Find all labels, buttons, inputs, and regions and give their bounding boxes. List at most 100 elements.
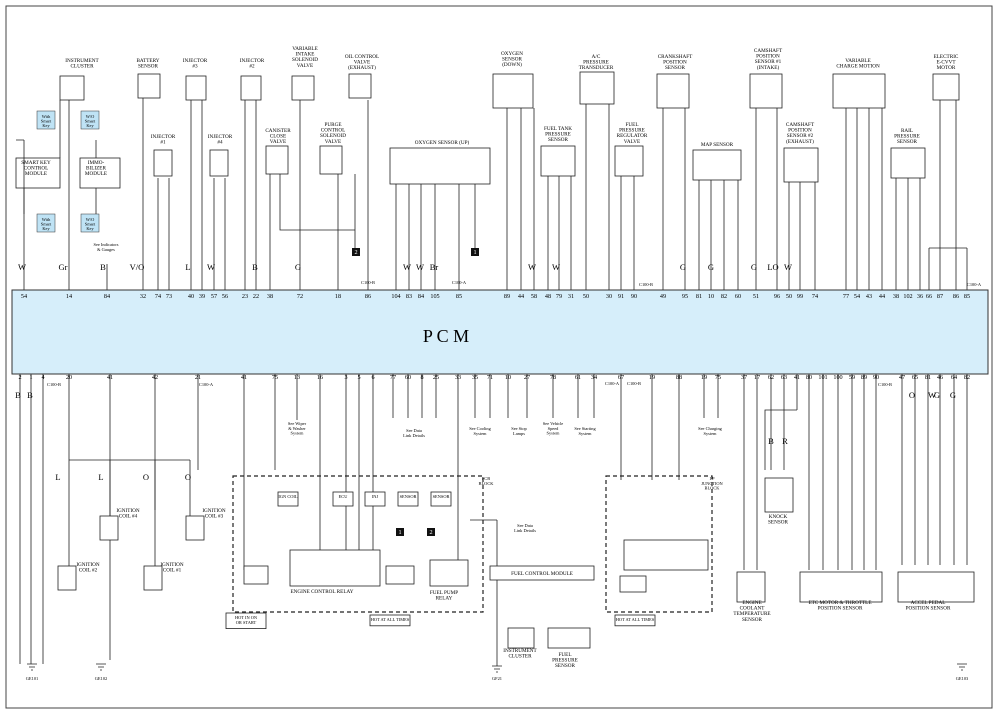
pcb-block [232,475,484,613]
block-label: PCB [482,476,490,481]
component-label: POSITION [788,128,812,134]
component-label: KNOCK [769,514,788,520]
pcm-pin-top: 89 [504,293,510,300]
marker-label: 1 [473,249,476,256]
component-label: PRESSURE [619,128,645,134]
pcm-pin-top: 23 [242,293,248,300]
smart-key-tag: Key [86,226,94,231]
fuse [397,491,419,507]
ground-label: GE101 [26,676,38,681]
pcm-pin-bottom: 16 [317,374,323,381]
wire-color-label: Br [430,262,439,272]
pcm-pin-bottom: 88 [676,374,682,381]
component-label: SENSOR [665,65,685,71]
wire-color-label: Gr [59,262,68,272]
wire-color-label: V/O [130,262,145,272]
component-label: SENSOR [555,663,575,669]
note-box [369,614,411,627]
pcm-pin-bottom: 62 [768,374,774,381]
wire-color-label: B [768,436,774,446]
pcm-pin-top: 84 [418,293,424,300]
top-components: INSTRUMENTCLUSTERBATTERYSENSORINJECTOR#3… [65,46,959,71]
pcm-pin-top: 39 [199,293,205,300]
block-label: I/P [709,476,715,481]
component-label: INTAKE [296,52,315,58]
pcm-pin-top: 102 [903,293,912,300]
pcm-pin-bottom: 90 [873,374,879,381]
connector-label: C100-B [361,280,375,285]
pcm-pin-top: 44 [518,293,524,300]
component-label: INJECTOR [151,134,176,140]
pcm-pin-bottom: 8 [420,374,423,381]
component-label: #1 [160,140,166,146]
component-label: COIL #3 [205,514,224,520]
pcm-pin-bottom: 1 [29,374,32,381]
pcm-pin-top: 81 [696,293,702,300]
pcm-pin-top: 30 [606,293,612,300]
wire-color-label: O [143,472,149,482]
wire-color-label: W [18,262,26,272]
system-ref-label: System [547,431,561,436]
connector-label: C100-A [199,382,214,387]
smart-key-tag: With [42,114,51,119]
connector-label: C100-A [452,280,467,285]
system-ref-label: See Stop [511,426,527,431]
component-label: COIL #2 [79,568,98,574]
component-label: INSTRUMENT [65,58,99,64]
pcm-pin-bottom: 3 [344,374,347,381]
component-label: IGNITION [160,562,184,568]
system-ref-label: Speed [548,426,560,431]
component-label: POSITION [663,60,687,66]
wire-color-label: L [185,262,190,272]
pcm-pin-bottom: 21 [195,374,201,381]
component-label: MAP SENSOR [701,142,734,148]
component-label: IGNITION [202,508,226,514]
pcm-pin-top: 86 [953,293,959,300]
smart-key-tag: Smart [85,221,96,226]
pcm-pin-top: 87 [937,293,943,300]
component-label: TEMPERATURE [733,611,770,617]
pcm-pin-top: 14 [66,293,72,300]
system-ref-label: See Wiper [288,421,307,426]
pcm-pin-top: 105 [430,293,439,300]
pcm-pin-bottom: 27 [524,374,530,381]
component-label: OXYGEN SENSOR (UP) [415,139,470,146]
ip-junction-block [605,475,713,613]
fuse-label: SENSOR [433,494,450,499]
system-ref-label: System [474,431,488,436]
fuse-label: IGN COIL [278,494,297,499]
marker-square [471,248,479,256]
pcm-pin-top: 57 [211,293,217,300]
component-label: VARIABLE [292,46,318,52]
pcm-pin-bottom: 100 [833,374,842,381]
pcm-pin-top: 85 [964,293,970,300]
smart-key-tag: W/O [86,217,95,222]
pcm-pin-bottom: 6 [371,374,374,381]
smart-key-tag: Key [42,226,50,231]
component-label: SENSOR [548,137,568,143]
pcm-pin-top: 50 [583,293,589,300]
fuse [364,491,386,507]
component-label: SENSOR #1 [755,59,782,65]
wiring-skeleton [11,71,989,673]
system-ref-label: System [579,431,593,436]
pcm-pin-bottom: 67 [618,374,624,381]
pcm-pin-bottom: 35 [472,374,478,381]
component-label: SMART KEY [21,160,51,166]
component-label: BATTERY [136,58,159,64]
wire-color-label: G [680,262,686,272]
pcm-pin-bottom: 65 [912,374,918,381]
pcm-pin-top: 83 [406,293,412,300]
component-label: BILIZER [86,166,106,172]
component-label: CAMSHAFT [754,48,783,54]
pcm-pin-bottom: 41 [241,374,247,381]
system-ref-label: See Starting [574,426,596,431]
component-label: COIL #4 [119,514,138,520]
connector-label: C100-B [639,282,653,287]
pcm-pin-bottom: 17 [754,374,760,381]
